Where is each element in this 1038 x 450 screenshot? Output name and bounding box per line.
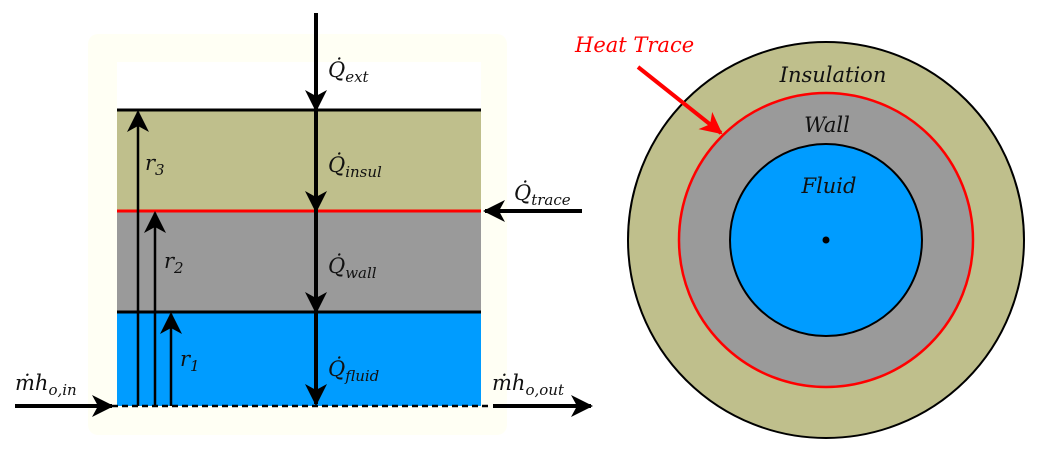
r1-label: r1 [180,347,200,375]
layer-cross-section: Q̇ext Q̇insul Q̇trace Q̇wall Q̇fluid r3 … [15,13,593,435]
q-fluid-label: Q̇fluid [328,357,379,385]
insulation-layer [117,110,481,211]
insulation-label: Insulation [779,63,887,87]
fluid-label: Fluid [801,174,857,198]
heat-trace-pointer-arrow [636,65,723,135]
mass-flow-out-label: ṁho,out [492,371,565,399]
wall-label: Wall [804,113,850,137]
mass-flow-in-label: ṁho,in [15,371,77,399]
q-wall-label: Q̇wall [328,254,377,282]
pipe-cross-section: Heat Trace Insulation Wall Fluid [574,33,1025,439]
top-white-region [117,62,481,110]
wall-layer [117,211,481,312]
q-ext-label: Q̇ext [328,58,370,86]
q-insul-label: Q̇insul [328,153,382,181]
q-trace-label: Q̇trace [514,181,571,209]
r3-label: r3 [145,151,165,179]
r2-label: r2 [164,249,184,277]
heat-trace-label: Heat Trace [574,33,694,57]
center-dot [822,236,830,244]
